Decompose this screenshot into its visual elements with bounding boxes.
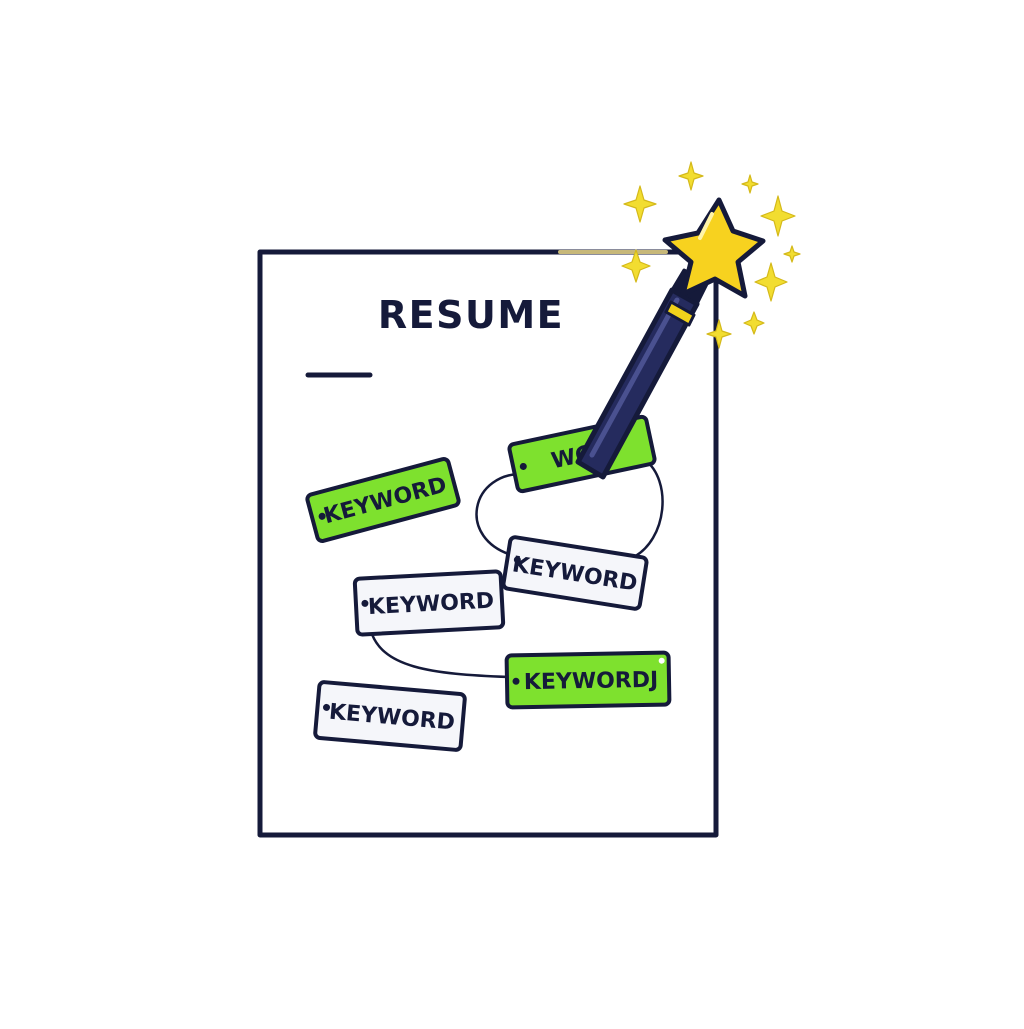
tag-hole xyxy=(318,512,326,520)
sparkle-icon xyxy=(623,185,657,223)
connector-top-loop xyxy=(475,472,528,558)
sparkle-icon xyxy=(743,311,765,335)
keyword-tag-green: KEYWORDJ xyxy=(504,650,672,710)
sparkle-icon xyxy=(760,195,796,237)
sparkle-icon xyxy=(741,174,759,194)
keyword-tag-white: KEYWORD xyxy=(501,535,649,611)
tag-hole xyxy=(519,462,527,470)
tag-label: KEYWORDJ xyxy=(524,668,659,695)
tag-sparkle-dot xyxy=(658,657,665,664)
connector-middle-to-bottom xyxy=(368,627,511,679)
sparkle-icon xyxy=(706,319,732,349)
tag-hole xyxy=(361,599,369,607)
keyword-tag-white: KEYWORD xyxy=(313,680,467,752)
star-icon xyxy=(662,197,766,299)
sparkle-icon xyxy=(678,161,704,191)
resume-title: RESUME xyxy=(378,293,564,337)
tag-hole xyxy=(323,703,331,711)
sparkle-icon xyxy=(621,249,651,283)
sparkles xyxy=(621,161,801,349)
tag-hole xyxy=(513,556,521,564)
connector-right-loop xyxy=(631,458,664,560)
sparkle-icon xyxy=(783,245,801,263)
tag-hole xyxy=(512,677,520,685)
sparkle-icon xyxy=(754,262,788,302)
keyword-tag-white: KEYWORD xyxy=(352,569,506,637)
tag-connectors xyxy=(368,458,664,679)
